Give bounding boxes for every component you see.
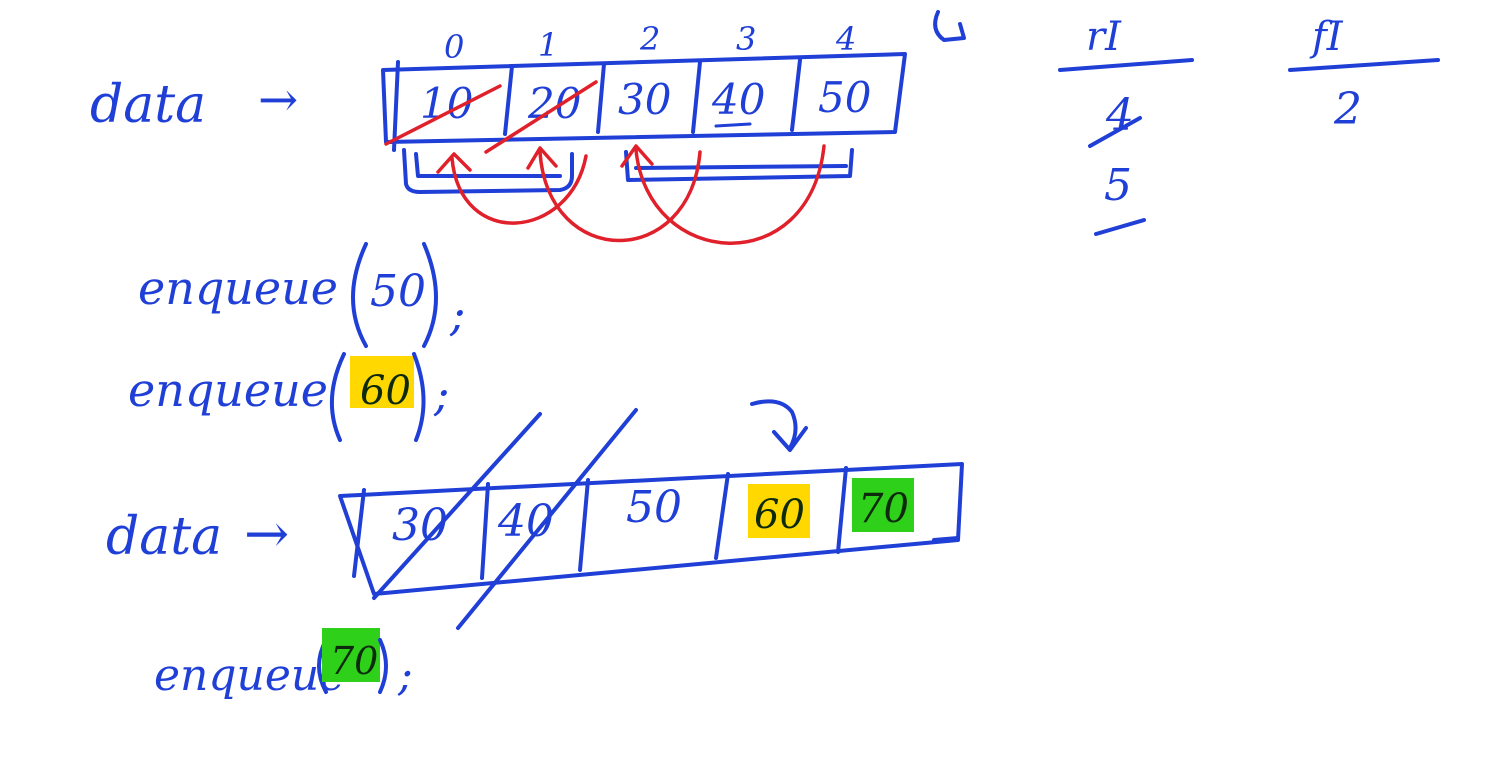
bottom-divider-4 [836, 466, 848, 554]
bracket-right [624, 148, 854, 182]
top-index-4: 4 [835, 20, 856, 58]
shift-arrow-2 [538, 150, 702, 243]
top-array-box [381, 52, 907, 152]
top-array-arrow: → [258, 72, 298, 128]
rear-pointer-arrow [1094, 218, 1146, 236]
rear-value-new: 5 [1104, 160, 1132, 211]
top-cell-4: 50 [818, 73, 871, 122]
call-2-semicolon: ; [433, 367, 450, 421]
bottom-cell-4-highlight [852, 478, 914, 532]
top-array: data → 0 1 2 3 4 10 20 30 40 50 [90, 10, 966, 245]
call-2-name: enqueue [128, 363, 328, 417]
top-divider-1 [503, 64, 514, 136]
call-3-name: enqueue [154, 650, 345, 701]
top-divider-2 [596, 62, 606, 134]
pointer-notes: rI 4 5 fI 2 [1058, 14, 1440, 236]
bottom-array-label: data [106, 507, 222, 567]
rear-fraction-bar [1058, 58, 1194, 72]
top-cell-3-underline [714, 122, 752, 128]
rear-value-strike [1088, 116, 1142, 148]
rear-value-old: 4 [1105, 90, 1134, 141]
front-label: fI [1309, 14, 1344, 60]
call-1-name: enqueue [138, 261, 338, 315]
call-3-highlight [322, 628, 380, 682]
rear-curl-arrow-icon [750, 399, 808, 452]
curl-arrow-icon [933, 10, 966, 42]
bracket-left [402, 148, 574, 194]
bottom-array-arrow: → [244, 502, 289, 565]
top-index-3: 3 [736, 20, 756, 58]
shift-arrow-3 [634, 144, 826, 245]
call-3-close-paren [378, 638, 388, 694]
top-divider-3 [691, 60, 702, 134]
call-1-arg: 50 [370, 266, 426, 317]
bottom-cell-3-highlight [748, 484, 810, 538]
top-index-0: 0 [444, 28, 464, 66]
top-index-1: 1 [538, 26, 558, 64]
shift-arrow-1 [450, 154, 588, 225]
bottom-array: data → 30 40 50 60 70 [106, 399, 964, 630]
bottom-slash-2 [456, 408, 638, 630]
front-fraction-bar [1288, 58, 1440, 72]
shift-arrow-3-head [620, 144, 654, 168]
call-2-highlight [350, 356, 414, 408]
call-3-semicolon: ; [397, 650, 413, 701]
call-1-close-paren [422, 242, 438, 348]
bottom-array-tail [932, 536, 960, 542]
top-array-label: data [90, 75, 206, 135]
enqueue-call-2: enqueue 60 ; [128, 352, 450, 442]
top-index-2: 2 [639, 20, 660, 58]
shift-arrow-2-head [526, 146, 558, 170]
call-1-semicolon: ; [449, 287, 466, 341]
bottom-divider-1 [480, 482, 490, 580]
top-divider-4 [790, 58, 802, 132]
call-1-open-paren [351, 242, 368, 348]
call-2-close-paren [412, 352, 426, 442]
bottom-divider-2 [578, 478, 590, 572]
top-cell-2: 30 [618, 75, 671, 124]
bottom-slash-1 [372, 412, 542, 600]
strike-cell-0 [384, 84, 502, 146]
bracket-left-inner [414, 152, 562, 178]
rear-label: rI [1086, 14, 1122, 60]
shift-arrow-1-head [436, 152, 472, 174]
call-2-arg: 60 [360, 368, 411, 414]
bottom-divider-3 [714, 472, 730, 560]
bottom-cell-3: 60 [754, 492, 805, 538]
call-3-arg: 70 [330, 639, 378, 683]
bracket-right-inner [634, 164, 848, 170]
top-cell-3: 40 [711, 75, 765, 124]
bottom-cell-4: 70 [858, 486, 909, 532]
bottom-cell-2: 50 [626, 482, 682, 533]
enqueue-call-3: enqueue 70 ; [154, 628, 413, 701]
enqueue-call-1: enqueue 50 ; [138, 242, 466, 348]
strike-cell-1 [484, 80, 598, 154]
call-2-open-paren [330, 352, 346, 442]
front-value: 2 [1333, 84, 1362, 135]
